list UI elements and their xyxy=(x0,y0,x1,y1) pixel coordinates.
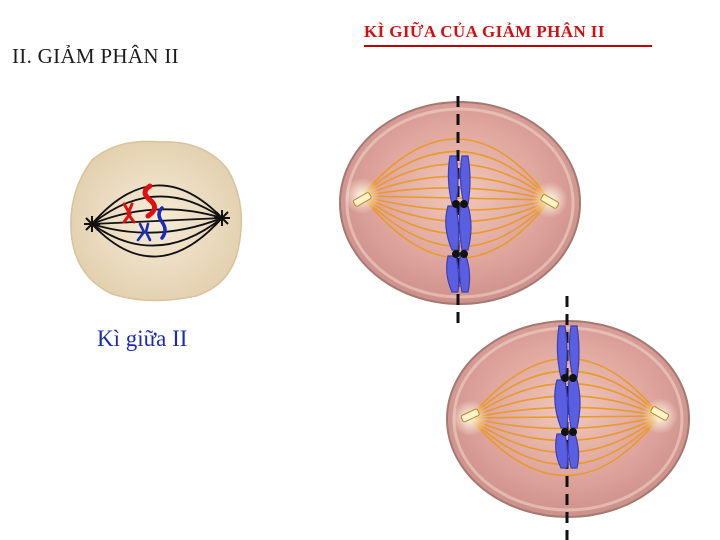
centrosome-icon xyxy=(214,210,230,226)
title-underline xyxy=(364,45,652,47)
centrosome-icon xyxy=(352,192,560,209)
small-spindle xyxy=(91,184,223,258)
chromosome-icon xyxy=(142,183,157,219)
metaphase-cell-top xyxy=(339,96,581,326)
small-chromosomes xyxy=(122,183,167,242)
slide-heading: II. GIẢM PHÂN II xyxy=(12,44,179,68)
chromosome-icon xyxy=(445,155,472,293)
centrosome-icon xyxy=(460,406,670,423)
chromosome-icon xyxy=(122,202,136,224)
chromosome-icon xyxy=(554,325,581,469)
slide-title: KÌ GIỮA CỦA GIẢM PHÂN II xyxy=(364,22,605,41)
small-cell-diagram xyxy=(70,140,243,302)
chromosome-icon xyxy=(157,206,167,240)
metaphase-cell-bottom xyxy=(446,296,690,540)
chromosome-icon xyxy=(136,222,152,242)
small-cell-caption: Kì giữa II xyxy=(97,326,188,351)
centrosome-icon xyxy=(84,216,100,232)
